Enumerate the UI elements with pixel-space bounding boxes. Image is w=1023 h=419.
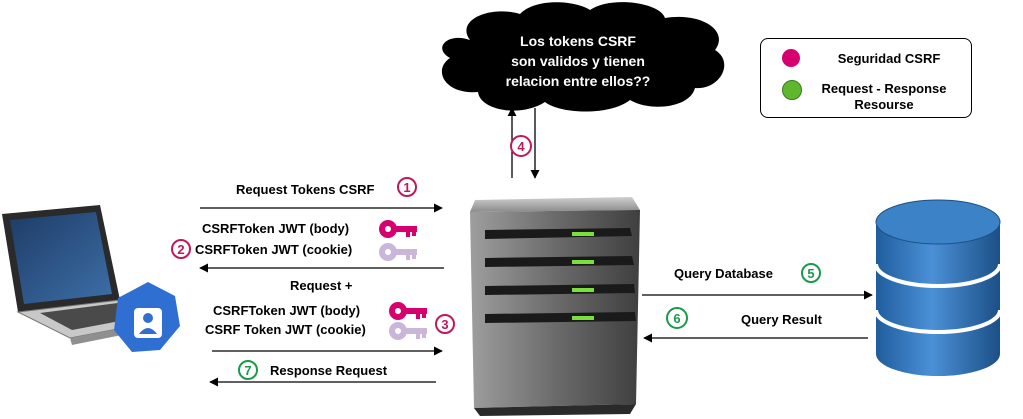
cloud-line-3: relacion entre ellos??	[505, 73, 651, 89]
step-3-number: 3	[441, 317, 448, 332]
step-4-marker: 4	[510, 135, 532, 157]
step-2-line-1: CSRFToken JWT (body)	[202, 221, 350, 236]
key-icon	[389, 302, 427, 320]
step-1-number: 1	[403, 180, 410, 195]
step-3-line-2: CSRF Token JWT (cookie)	[205, 322, 366, 337]
cloud-line-1: Los tokens CSRF	[520, 33, 636, 49]
step-1-label: Request Tokens CSRF	[236, 182, 375, 197]
step-3-line-1: CSRFToken JWT (body)	[213, 303, 361, 318]
server-icon	[470, 197, 640, 416]
step-3-title: Request +	[290, 278, 353, 293]
legend-request-line-1: Request - Response	[821, 81, 947, 96]
legend: Seguridad CSRF Request - Response Resour…	[760, 38, 972, 118]
step-6-number: 6	[673, 311, 680, 326]
step-5-marker: 5	[801, 263, 821, 283]
legend-request-line-2: Resourse	[854, 97, 914, 112]
step-7-number: 7	[244, 363, 251, 378]
user-shield-icon	[114, 282, 180, 352]
step-2-line-2: CSRFToken JWT (cookie)	[195, 242, 353, 257]
step-7-label: Response Request	[270, 363, 388, 378]
database-icon	[874, 199, 1002, 376]
step-1-marker: 1	[397, 177, 417, 197]
thought-cloud	[441, 2, 725, 112]
step-5-label: Query Database	[674, 266, 773, 281]
step-5-number: 5	[807, 266, 814, 281]
legend-security-dot	[782, 49, 800, 67]
cloud-question: Los tokens CSRF son validos y tienen rel…	[478, 31, 678, 91]
legend-request-dot	[782, 80, 802, 100]
step-3-marker: 3	[435, 314, 455, 334]
step-2-number: 2	[177, 242, 184, 257]
legend-request-label: Request - Response Resourse	[809, 81, 959, 113]
step-6-label: Query Result	[741, 312, 822, 327]
step-4-number: 4	[517, 139, 525, 154]
step-7-marker: 7	[238, 360, 258, 380]
laptop-icon	[2, 205, 176, 345]
key-icon	[379, 220, 417, 238]
key-icon	[379, 243, 417, 261]
key-icon	[389, 322, 427, 340]
legend-security-label: Seguridad CSRF	[837, 51, 941, 66]
cloud-line-2: son validos y tienen	[511, 53, 645, 69]
step-2-marker: 2	[171, 239, 191, 259]
step-6-marker: 6	[666, 307, 688, 329]
